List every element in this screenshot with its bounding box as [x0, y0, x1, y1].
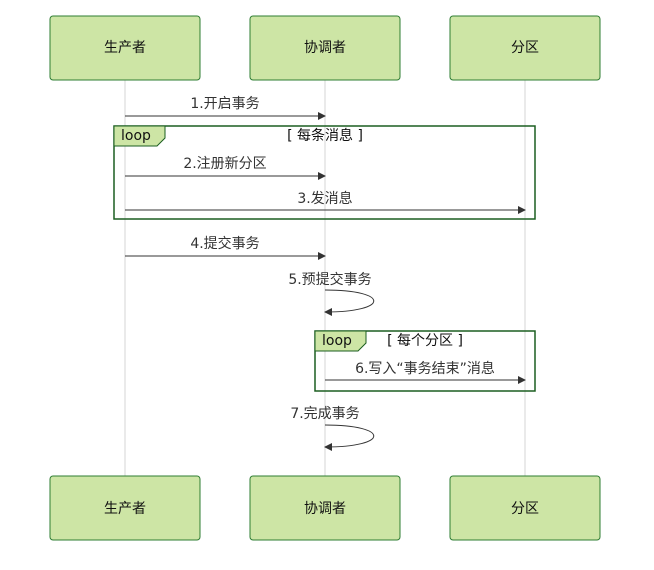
- actor-partition-top: 分区: [449, 15, 601, 81]
- loop-condition: [ 每条消息 ]: [287, 127, 363, 144]
- message-label: 4.提交事务: [190, 235, 259, 252]
- actor-partition-bottom: 分区: [449, 475, 601, 541]
- message-label: 3.发消息: [297, 190, 352, 207]
- actor-coordinator-bottom: 协调者: [249, 475, 401, 541]
- actor-label: 协调者: [304, 40, 346, 56]
- message-label: 6.写入“事务结束”消息: [355, 360, 495, 377]
- message-label: 1.开启事务: [190, 96, 259, 112]
- self-message-arrow: [324, 289, 374, 316]
- actor-coordinator-top: 协调者: [249, 15, 401, 81]
- message-5-self: 5.预提交事务: [288, 271, 374, 316]
- loop-keyword: loop: [322, 333, 352, 349]
- message-label: 5.预提交事务: [288, 271, 371, 288]
- actor-label: 分区: [511, 40, 539, 56]
- actor-producer-top: 生产者: [49, 15, 201, 81]
- loop-frame-each-partition: loop [ 每个分区 ]: [314, 330, 536, 392]
- loop-frame-each-message: loop [ 每条消息 ]: [113, 125, 536, 220]
- actor-producer-bottom: 生产者: [49, 475, 201, 541]
- message-3: 3.发消息: [125, 190, 526, 214]
- loop-condition: [ 每个分区 ]: [387, 333, 463, 349]
- loop-keyword: loop: [121, 128, 151, 144]
- message-6: 6.写入“事务结束”消息: [325, 360, 526, 384]
- actor-label: 协调者: [304, 501, 346, 517]
- message-2: 2.注册新分区: [125, 156, 326, 180]
- actor-label: 生产者: [104, 40, 146, 56]
- actor-label: 生产者: [104, 501, 146, 517]
- message-4: 4.提交事务: [125, 235, 326, 260]
- self-message-arrow: [324, 424, 374, 451]
- message-7-self: 7.完成事务: [290, 406, 374, 451]
- message-1: 1.开启事务: [125, 96, 326, 120]
- actor-label: 分区: [511, 501, 539, 517]
- message-label: 7.完成事务: [290, 406, 359, 422]
- message-label: 2.注册新分区: [183, 156, 266, 172]
